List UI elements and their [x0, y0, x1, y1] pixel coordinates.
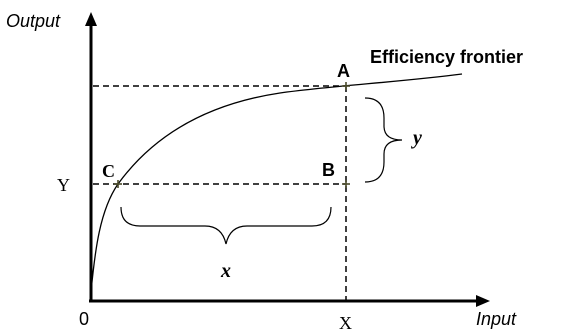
y-axis-arrowhead [85, 12, 97, 26]
y-axis-label: Output [6, 11, 61, 31]
origin-label: 0 [79, 309, 89, 329]
efficiency-frontier-label: Efficiency frontier [370, 47, 523, 67]
point-b-label: B [322, 160, 335, 180]
x-axis-label: Input [476, 309, 517, 329]
point-b-marker [342, 180, 350, 188]
y-brace [364, 97, 403, 183]
point-c-label: C [102, 161, 115, 181]
efficiency-frontier-curve [90, 73, 463, 293]
x-brace [120, 206, 332, 245]
point-c-marker [114, 180, 122, 188]
point-a-label: A [337, 61, 350, 81]
x-axis-arrowhead [476, 295, 490, 307]
y-mark-label: Y [57, 175, 70, 195]
x-brace-label: x [220, 260, 231, 282]
x-mark-label: X [339, 313, 352, 332]
point-a-marker [342, 82, 350, 90]
y-brace-label: y [411, 127, 422, 149]
